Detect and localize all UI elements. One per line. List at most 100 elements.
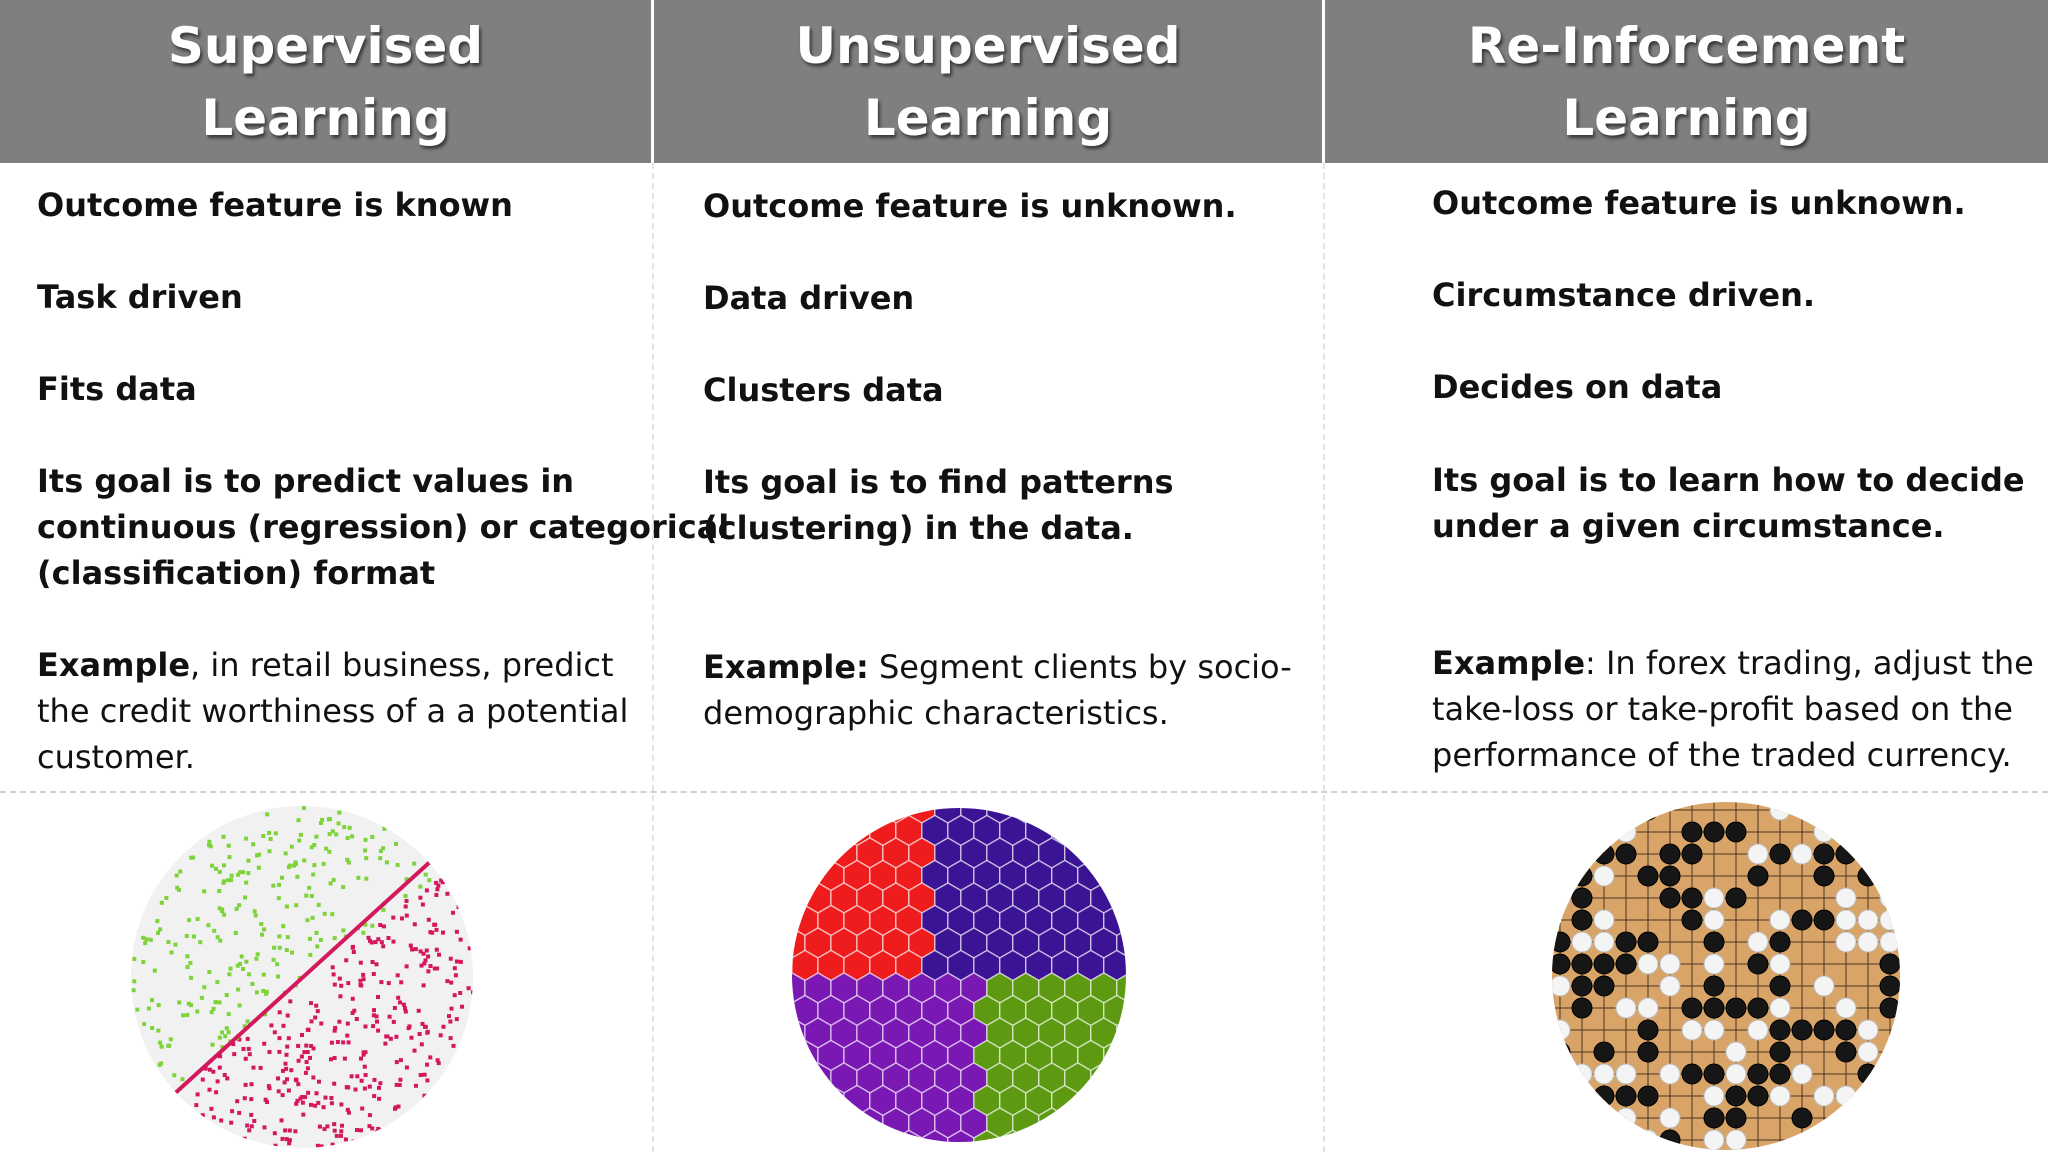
scatter-point [325,1124,330,1129]
scatter-point [289,1068,294,1073]
scatter-point [394,841,398,846]
hexagon-cell [792,859,819,892]
scatter-point [159,900,164,905]
scatter-point [362,1064,367,1069]
scatter-point [441,1024,446,1029]
scatter-point [222,912,227,917]
scatter-point [319,821,323,825]
white-stone [1552,975,1571,997]
scatter-point [434,880,439,885]
column-supervised: Supervised Learning Outcome feature is k… [0,0,729,1152]
example-line: take-loss or take-profit based on the [1432,690,2013,728]
scatter-point [345,1033,350,1038]
scatter-point [218,1054,223,1059]
hexagon-cell [1038,1107,1066,1139]
scatter-point [452,966,457,971]
scatter-point [379,940,384,945]
title-line-2: Learning [863,88,1113,147]
scatter-point [434,927,439,932]
scatter-point [168,1037,173,1042]
scatter-point [370,923,375,928]
scatter-point [189,855,194,860]
scatter-point [363,1073,368,1077]
example-line: customer. [37,738,195,776]
scatter-point [272,1030,277,1035]
black-stone [1835,1129,1857,1150]
scatter-point [185,965,190,970]
hexagon-cell [817,814,845,847]
scatter-point [314,1003,319,1008]
scatter-point [276,1089,281,1094]
scatter-point [257,852,261,857]
black-stone [1725,821,1747,843]
black-stone [1703,975,1725,997]
column-title: Re-Inforcement Learning [1468,10,1905,154]
scatter-point [337,810,342,815]
scatter-point [359,1056,363,1061]
scatter-point [333,1025,338,1030]
scatter-point [258,1065,263,1070]
scatter-point [327,832,332,837]
scatter-point [419,963,424,968]
scatter-point [418,884,423,889]
scatter-point [342,1056,347,1061]
black-stone [1813,843,1835,865]
hexagon-cell [817,1084,845,1117]
scatter-point [226,878,231,883]
scatter-point [384,860,389,865]
scatter-point [229,1120,234,1125]
scatter-point [428,1055,433,1060]
scatter-point [355,1074,360,1079]
hexagon-cell [843,1129,871,1142]
scatter-point [454,1017,459,1022]
scatter-point [181,1013,186,1018]
scatter-point [343,1137,348,1142]
scatter-point [277,1036,282,1041]
scatter-point [185,954,190,959]
scatter-point [252,909,257,914]
black-stone [1659,1129,1681,1150]
scatter-point [220,1045,225,1050]
white-stone [1593,909,1615,931]
scatter-point [225,1076,230,1081]
scatter-point [460,1004,464,1009]
scatter-point [440,880,445,885]
scatter-point [421,983,426,988]
scatter-point [221,880,226,885]
scatter-point [217,869,222,874]
white-stone [1857,1019,1879,1041]
white-stone [1659,1107,1681,1129]
scatter-point [282,1080,287,1085]
scatter-point [423,1024,427,1029]
scatter-point [370,960,375,964]
white-stone [1725,1063,1747,1085]
scatter-point [471,990,473,995]
scatter-point [302,858,307,863]
scatter-point [283,851,288,856]
black-stone [1637,1019,1659,1041]
scatter-point [212,928,217,933]
white-stone [1637,1129,1659,1150]
scatter-point [131,988,136,993]
black-stone [1659,887,1681,909]
scatter-point [283,1061,288,1066]
scatter-point [223,1034,228,1039]
scatter-point [304,1060,309,1064]
white-stone [1552,1019,1571,1041]
scatter-point [448,1019,453,1024]
scatter-point [271,957,276,962]
scatter-point [398,1058,403,1063]
scatter-graphic [131,806,473,1148]
black-stone [1769,931,1791,953]
hexagon-cell [804,1107,832,1139]
scatter-point [254,990,259,995]
scatter-point [448,1036,453,1041]
goal-line: (clustering) in the data. [703,509,1134,547]
scatter-point [217,889,222,893]
scatter-point [366,935,371,940]
white-stone [1769,909,1791,931]
scatter-point [214,866,218,871]
hexagon-cell [1051,1129,1079,1142]
scatter-point [215,980,220,985]
scatter-point [321,1105,326,1110]
